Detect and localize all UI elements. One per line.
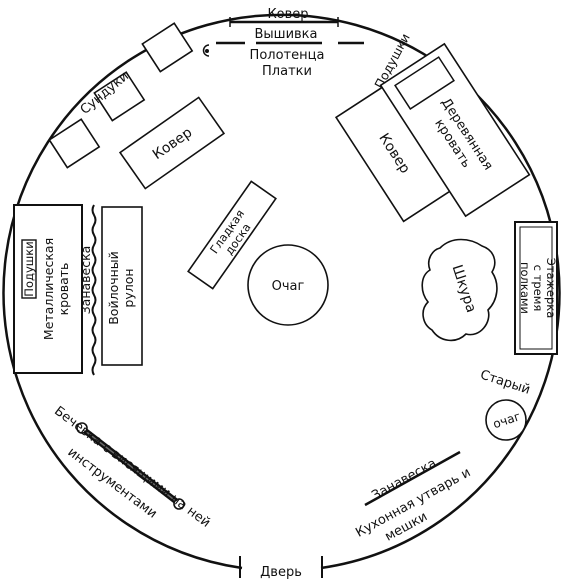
shelf-unit-labels: Этажерка с тремя полками xyxy=(518,258,558,319)
yurt-wall xyxy=(2,13,561,570)
animal-skin xyxy=(421,238,498,342)
door-label: Дверь xyxy=(260,565,302,580)
hanging-ornament-icon xyxy=(202,44,210,57)
towels-label: Полотенца xyxy=(250,48,325,63)
rope-with-tools-core xyxy=(83,429,178,503)
pillows-left-label: Подушки xyxy=(22,241,36,296)
shelf-unit xyxy=(514,221,558,355)
metal-bed-pillow xyxy=(21,239,37,299)
carpet-top-label: Ковер xyxy=(267,7,308,22)
wooden-bed-pillow xyxy=(394,56,455,110)
rope-end-left xyxy=(76,422,88,434)
smooth-board: Гладкая доска xyxy=(187,180,277,290)
old-hearth xyxy=(485,399,527,441)
chest-1 xyxy=(141,22,194,73)
shelf-unit-inner xyxy=(519,226,553,350)
shelf-label-1: Этажерка xyxy=(544,258,558,319)
metal-bed-label-2: кровать xyxy=(56,263,71,316)
scarves-label: Платки xyxy=(262,64,312,79)
curtain-left-label: Занавеска xyxy=(78,246,93,315)
metal-bed-label-1: Металлическая xyxy=(41,238,56,340)
hearth-label: Очаг xyxy=(272,279,305,294)
curtain-right xyxy=(364,450,461,507)
rope-label-1: Бечевка с висящими на ней xyxy=(51,404,213,531)
wooden-bed: Деревянная кровать xyxy=(379,42,531,218)
chest-2 xyxy=(93,71,146,122)
old-hearth-label-1: Старый xyxy=(478,368,532,398)
carpet-left: Ковер xyxy=(118,96,226,190)
felt-roll-label-2: рулон xyxy=(121,268,136,307)
hearth xyxy=(247,244,329,326)
carpet-right: Ковер xyxy=(334,83,456,223)
embroidery-label: Вышивка xyxy=(254,27,317,42)
felt-roll-label-1: Войлочный xyxy=(106,251,121,325)
curtain-left xyxy=(91,204,97,376)
felt-roll xyxy=(101,206,143,366)
shelf-label-2: с тремя xyxy=(531,265,545,312)
rope-end-right xyxy=(173,498,185,510)
chest-3 xyxy=(48,118,101,169)
shelf-label-3: полками xyxy=(518,262,532,314)
